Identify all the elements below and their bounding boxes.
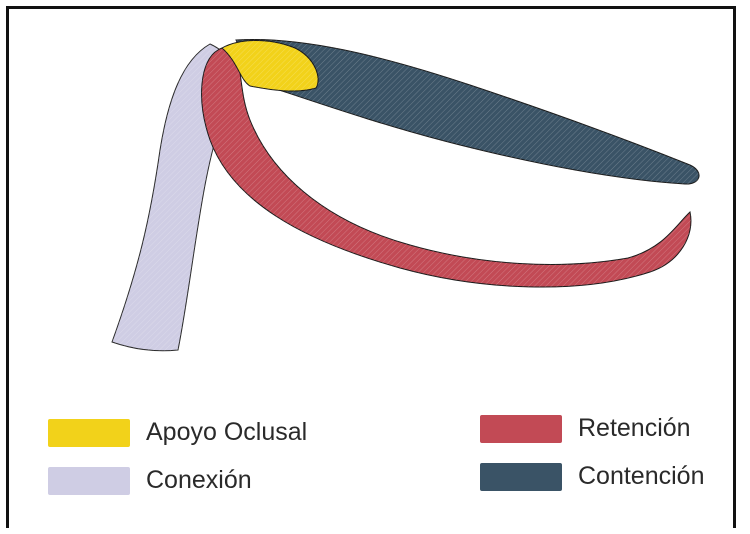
legend-apoyo-oclusal: Apoyo Oclusal [48, 418, 307, 447]
legend-retencion: Retención [480, 414, 691, 443]
retencion-label: Retención [578, 414, 691, 443]
contencion-swatch [480, 463, 562, 491]
legend-conexion: Conexión [48, 466, 252, 495]
apoyo-oclusal-swatch [48, 419, 130, 447]
conexion-swatch [48, 467, 130, 495]
legend-contencion: Contención [480, 462, 704, 491]
apoyo-oclusal-label: Apoyo Oclusal [146, 418, 307, 447]
retencion-swatch [480, 415, 562, 443]
conexion-label: Conexión [146, 466, 252, 495]
contencion-label: Contención [578, 462, 704, 491]
